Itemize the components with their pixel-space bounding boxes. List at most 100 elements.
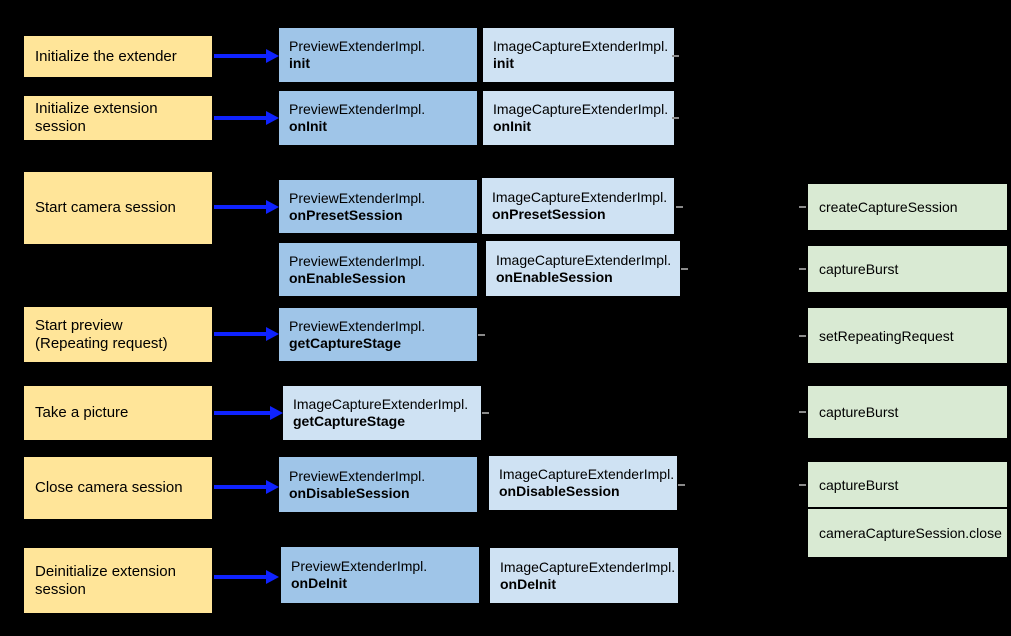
method-name-text: getCaptureStage — [293, 413, 406, 429]
imagecapture-box-onenablesession: ImageCaptureExtenderImpl.onEnableSession — [486, 241, 680, 296]
arrow-shaft — [214, 116, 266, 120]
box-text: PreviewExtenderImpl.getCaptureStage — [289, 318, 425, 352]
method-name-text: onDisableSession — [499, 483, 620, 499]
connector-tick — [676, 206, 683, 208]
method-name-text: onInit — [493, 118, 532, 134]
box-text: PreviewExtenderImpl.init — [289, 38, 425, 72]
method-name-text: onPresetSession — [289, 206, 403, 223]
method-name-text: onInit — [289, 118, 328, 134]
connector-tick — [672, 117, 679, 119]
preview-box-oninit: PreviewExtenderImpl.onInit — [279, 91, 477, 145]
imagecapture-box-ondeinit: ImageCaptureExtenderImpl.onDeInit — [490, 548, 678, 603]
class-name-text: PreviewExtenderImpl. — [289, 101, 426, 117]
arrow-shaft — [214, 575, 266, 579]
camera2-box-captureburst-1: captureBurst — [808, 246, 1007, 292]
box-text: PreviewExtenderImpl.onInit — [289, 101, 425, 135]
stage-label: Start camera session — [35, 199, 176, 216]
preview-box-ondeinit: PreviewExtenderImpl.onDeInit — [281, 547, 479, 603]
connector-tick — [482, 412, 489, 414]
camera2-call-label: captureBurst — [819, 261, 899, 277]
method-name-text: onDisableSession — [289, 484, 410, 501]
preview-box-ondisablesession: PreviewExtenderImpl.onDisableSession — [279, 457, 477, 512]
box-text: ImageCaptureExtenderImpl.onInit — [493, 101, 668, 135]
camera2-call-label: captureBurst — [819, 476, 899, 493]
connector-tick — [799, 411, 806, 413]
camera2-box-cameracapturesession-close: cameraCaptureSession.close — [808, 509, 1007, 557]
class-name-text: ImageCaptureExtenderImpl. — [293, 396, 469, 412]
stage-label: Deinitialize extension session — [35, 562, 176, 598]
stage-box-start-preview: Start preview (Repeating request) — [24, 307, 212, 362]
method-name-text: onPresetSession — [492, 206, 606, 222]
camera2-call-label: createCaptureSession — [819, 199, 958, 215]
method-name-text: getCaptureStage — [289, 334, 402, 351]
imagecapture-box-getcapturestage: ImageCaptureExtenderImpl.getCaptureStage — [283, 386, 481, 440]
connector-tick — [799, 268, 806, 270]
box-text: ImageCaptureExtenderImpl.onDisableSessio… — [499, 466, 674, 500]
class-name-text: PreviewExtenderImpl. — [289, 467, 426, 484]
imagecapture-box-oninit: ImageCaptureExtenderImpl.onInit — [483, 91, 674, 145]
class-name-text: PreviewExtenderImpl. — [289, 252, 426, 269]
arrow-head — [266, 111, 279, 125]
box-text: ImageCaptureExtenderImpl.onPresetSession — [492, 189, 667, 223]
method-name-text: onDeInit — [291, 575, 347, 591]
arrow-shaft — [214, 485, 266, 489]
preview-box-getcapturestage: PreviewExtenderImpl.getCaptureStage — [279, 308, 477, 361]
box-text: PreviewExtenderImpl.onPresetSession — [289, 190, 425, 224]
stage-label: Initialize extension session — [35, 100, 158, 135]
stage-box-initialize-extender: Initialize the extender — [24, 36, 212, 77]
class-name-text: PreviewExtenderImpl. — [289, 189, 426, 206]
box-text: PreviewExtenderImpl.onDeInit — [291, 558, 427, 592]
camera2-call-label: captureBurst — [819, 404, 899, 420]
class-name-text: ImageCaptureExtenderImpl. — [500, 558, 676, 575]
connector-tick — [672, 55, 679, 57]
box-text: ImageCaptureExtenderImpl.init — [493, 38, 668, 72]
preview-box-onenablesession: PreviewExtenderImpl.onEnableSession — [279, 243, 477, 296]
class-name-text: ImageCaptureExtenderImpl. — [493, 38, 669, 54]
arrow-head — [270, 406, 283, 420]
stage-label: Start preview (Repeating request) — [35, 316, 168, 352]
box-text: PreviewExtenderImpl.onDisableSession — [289, 468, 425, 502]
box-text: ImageCaptureExtenderImpl.onEnableSession — [496, 252, 671, 286]
box-text: PreviewExtenderImpl.onEnableSession — [289, 253, 425, 287]
method-name-text: init — [289, 55, 310, 71]
arrow-shaft — [214, 54, 266, 58]
method-name-text: init — [493, 55, 514, 71]
method-name-text: onEnableSession — [496, 268, 613, 285]
method-name-text: onDeInit — [500, 575, 556, 592]
connector-tick — [799, 484, 806, 486]
imagecapture-box-init: ImageCaptureExtenderImpl.init — [483, 28, 674, 82]
camera2-box-createcapturesession: createCaptureSession — [808, 184, 1007, 230]
stage-label: Initialize the extender — [35, 47, 177, 65]
camera2-box-captureburst-2: captureBurst — [808, 386, 1007, 438]
camera2-call-label: cameraCaptureSession.close — [819, 525, 1002, 541]
connector-tick — [799, 206, 806, 208]
stage-label: Close camera session — [35, 479, 183, 496]
arrow-head — [266, 480, 279, 494]
box-text: ImageCaptureExtenderImpl.onDeInit — [500, 559, 675, 593]
stage-box-take-a-picture: Take a picture — [24, 386, 212, 440]
arrow-head — [266, 327, 279, 341]
connector-tick — [681, 268, 688, 270]
preview-box-init: PreviewExtenderImpl.init — [279, 28, 477, 82]
class-name-text: ImageCaptureExtenderImpl. — [493, 101, 669, 117]
class-name-text: PreviewExtenderImpl. — [289, 317, 426, 334]
arrow-shaft — [214, 332, 266, 336]
arrow-shaft — [214, 205, 266, 209]
class-name-text: ImageCaptureExtenderImpl. — [499, 466, 675, 482]
method-name-text: onEnableSession — [289, 269, 406, 286]
stage-label: Take a picture — [35, 404, 129, 421]
arrow-head — [266, 570, 279, 584]
stage-box-start-camera-session: Start camera session — [24, 172, 212, 244]
preview-box-onpresetsession: PreviewExtenderImpl.onPresetSession — [279, 180, 477, 233]
class-name-text: ImageCaptureExtenderImpl. — [496, 251, 672, 268]
class-name-text: PreviewExtenderImpl. — [289, 38, 426, 54]
connector-tick — [678, 484, 685, 486]
camera2-box-captureburst-3: captureBurst — [808, 462, 1007, 507]
stage-box-initialize-session: Initialize extension session — [24, 96, 212, 140]
arrow-head — [266, 49, 279, 63]
stage-box-deinitialize-session: Deinitialize extension session — [24, 548, 212, 613]
arrow-head — [266, 200, 279, 214]
stage-box-close-camera-session: Close camera session — [24, 457, 212, 519]
camera2-box-setrepeatingrequest: setRepeatingRequest — [808, 308, 1007, 363]
